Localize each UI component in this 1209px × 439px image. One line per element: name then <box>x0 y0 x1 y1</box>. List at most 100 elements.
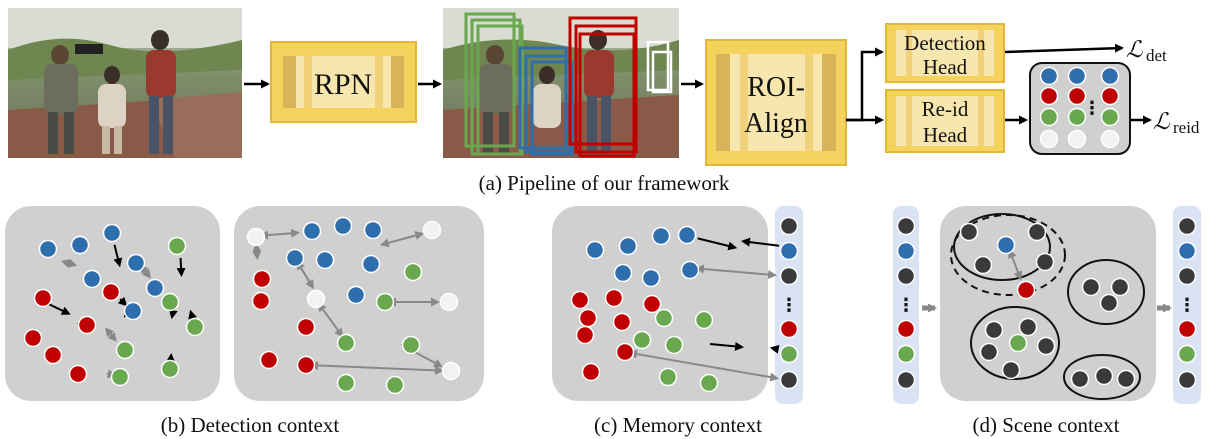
red-node <box>578 308 598 328</box>
dark-node <box>779 266 799 286</box>
scene-cluster-3 <box>970 306 1060 380</box>
arrow-roi-to-det-head <box>846 47 884 122</box>
blue-node <box>1039 66 1059 86</box>
scene-cluster-2 <box>1067 259 1145 325</box>
gray-double-arrow <box>694 264 778 280</box>
green-node <box>160 359 180 379</box>
blue-node <box>1100 66 1120 86</box>
blue-node <box>333 216 353 236</box>
loss-det-symbol: ℒ <box>1126 37 1143 62</box>
green-node <box>1100 107 1120 127</box>
blue-node <box>618 236 638 256</box>
white-node <box>1039 129 1059 149</box>
det-head-label-line1: Detection <box>904 31 986 55</box>
blue-node <box>302 221 322 241</box>
green-node <box>664 335 684 355</box>
gray-double-arrow <box>104 327 117 342</box>
blue-node <box>315 250 335 270</box>
blue-node <box>363 220 383 240</box>
blue-node <box>613 263 633 283</box>
scene-context-caption: (d) Scene context <box>973 413 1120 437</box>
blue-node <box>123 301 143 321</box>
green-node <box>336 333 356 353</box>
blue-node <box>996 235 1016 255</box>
gray-double-arrow <box>296 260 314 290</box>
gray-double-arrow <box>627 349 780 382</box>
red-node <box>615 342 635 362</box>
green-node <box>1008 333 1028 353</box>
blue-node <box>285 248 305 268</box>
white-node <box>422 220 442 240</box>
red-node <box>1067 86 1087 106</box>
black-arrow <box>769 344 780 354</box>
blue-node <box>677 225 697 245</box>
blue-node <box>82 269 102 289</box>
dark-node <box>896 266 916 286</box>
dark-node <box>779 370 799 390</box>
red-node <box>43 345 63 365</box>
white-node <box>439 292 459 312</box>
black-arrow <box>168 309 178 320</box>
blue-node <box>641 268 661 288</box>
pedestrian-photo-with-proposals <box>443 8 679 158</box>
memory-context-caption: (c) Memory context <box>594 413 762 437</box>
black-arrow <box>740 237 780 247</box>
scene-cluster-1 <box>953 213 1051 281</box>
green-node <box>115 340 135 360</box>
scene-bank-in-ellipsis: ⋮ <box>897 295 915 316</box>
gray-double-arrow <box>252 242 262 261</box>
roi-label-line1: ROI- <box>747 72 805 103</box>
feature-grid: ⋮ <box>1029 62 1131 155</box>
scene-bank-out-ellipsis: ⋮ <box>1178 295 1196 316</box>
red-node <box>570 290 590 310</box>
red-node <box>1177 319 1197 339</box>
green-node <box>779 344 799 364</box>
black-arrow <box>117 296 128 307</box>
arrow-det-head-to-loss <box>1004 43 1124 54</box>
dark-node <box>979 342 999 362</box>
det-head-label-line2: Head <box>923 55 968 79</box>
red-node <box>296 355 316 375</box>
dark-node <box>1177 370 1197 390</box>
roi-align-module: ROI- Align <box>705 39 847 166</box>
green-node <box>632 330 652 350</box>
blue-node <box>346 285 366 305</box>
dark-node <box>1110 277 1130 297</box>
blue-node <box>102 223 122 243</box>
scene-cluster-4 <box>1063 354 1141 400</box>
memory-bank-ellipsis: ⋮ <box>780 295 798 316</box>
blue-node <box>651 226 671 246</box>
gray-double-arrow <box>1008 248 1023 281</box>
red-node <box>779 319 799 339</box>
green-node <box>1067 107 1087 127</box>
red-node <box>1039 86 1059 106</box>
dark-node <box>1070 369 1090 389</box>
green-node <box>385 375 405 395</box>
detection-context-panel-right <box>234 206 484 401</box>
dark-node <box>1035 252 1055 272</box>
green-node <box>1177 344 1197 364</box>
blue-node <box>779 241 799 261</box>
dark-node <box>973 255 993 275</box>
dark-node <box>1027 222 1047 242</box>
blue-node <box>896 241 916 261</box>
green-node <box>1039 107 1059 127</box>
blue-node <box>585 240 605 260</box>
red-node <box>612 312 632 332</box>
red-node <box>259 350 279 370</box>
red-node <box>251 291 271 311</box>
pipeline-caption: (a) Pipeline of our framework <box>479 171 730 195</box>
green-node <box>403 262 423 282</box>
green-node <box>401 335 421 355</box>
red-node <box>77 315 97 335</box>
blue-node <box>38 239 58 259</box>
gray-double-arrow <box>258 228 301 240</box>
red-node <box>101 282 121 302</box>
detection-context-panel-left <box>5 206 220 401</box>
red-node <box>33 288 53 308</box>
red-node <box>23 328 43 348</box>
black-arrow <box>48 303 71 315</box>
black-arrow <box>113 244 123 268</box>
white-node <box>441 361 461 381</box>
